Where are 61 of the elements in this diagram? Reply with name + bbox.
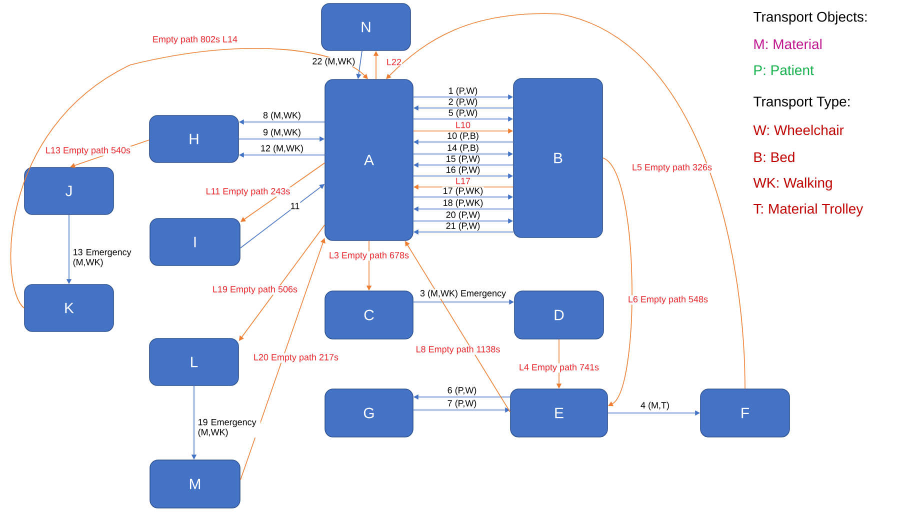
- edge-label: 20 (P,W): [445, 210, 481, 220]
- edge-label: L5 Empty path 326s: [631, 163, 713, 173]
- legend-text: M: Material: [754, 38, 822, 50]
- process-box: N: [321, 3, 411, 51]
- edge-label: Empty path 802s L14: [152, 35, 238, 45]
- edge-label: 3 (M,WK) Emergency: [419, 289, 507, 299]
- edge-label: 15 (P,W): [445, 154, 481, 164]
- edge-label: 22 (M,WK): [312, 57, 356, 67]
- process-box: L: [149, 338, 239, 386]
- legend-text: WK: Walking: [753, 177, 832, 191]
- edge-label: L4 Empty path 741s: [518, 363, 600, 373]
- edge-label: 2 (P,W): [448, 98, 478, 108]
- edge-label: L10: [454, 121, 472, 129]
- process-box: M: [150, 460, 240, 508]
- edge-label: 16 (P,W): [445, 166, 481, 176]
- process-box: K: [24, 284, 114, 332]
- arrow: [10, 48, 368, 308]
- process-box: A: [324, 79, 414, 241]
- edge-label: L11 Empty path 243s: [205, 187, 291, 197]
- edge-label: L19 Empty path 506s: [212, 285, 298, 295]
- process-box: H: [149, 115, 239, 163]
- arrow: [602, 158, 632, 406]
- legend-text: W: Wheelchair: [753, 124, 844, 136]
- edge-label: 18 (P,WK): [442, 198, 484, 208]
- process-box: G: [324, 388, 414, 438]
- edge-label: 1 (P,W): [448, 86, 478, 96]
- edge-label: L6 Empty path 548s: [627, 295, 709, 305]
- edge-label: L20 Empty path 217s: [252, 353, 340, 363]
- arrow: [240, 238, 326, 480]
- legend-text: B: Bed: [754, 152, 794, 162]
- edge-label: 8 (M,WK): [262, 111, 302, 121]
- edge-label: 6 (P,W): [446, 386, 478, 396]
- arrow: [386, 13, 746, 389]
- process-box: B: [513, 78, 603, 238]
- legend-text: Transport Type:: [754, 96, 850, 110]
- edge-label: L22: [386, 58, 402, 66]
- legend-text: P: Patient: [754, 64, 814, 76]
- edge-label: 14 (P,B): [446, 144, 480, 154]
- edge-label: 17 (P,WK): [442, 186, 484, 196]
- process-box: F: [700, 388, 790, 438]
- edge-label: L17: [454, 177, 472, 185]
- edge-label: L8 Empty path 1138s: [415, 345, 501, 355]
- process-box: E: [510, 388, 608, 438]
- edge-label: 4 (M,T): [640, 401, 670, 411]
- process-box: J: [24, 167, 114, 215]
- edge-label: 5 (P,W): [448, 108, 478, 118]
- process-box: D: [514, 290, 604, 340]
- legend-text: Transport Objects:: [754, 11, 867, 25]
- edge-label: L3 Empty path 678s: [328, 251, 410, 261]
- process-box: C: [324, 290, 414, 340]
- edge-label: 19 Emergency (M,WK): [197, 418, 260, 438]
- edge-label: 11: [290, 202, 300, 210]
- edge-label: 10 (P,B): [446, 132, 480, 142]
- edge-label: 12 (M,WK): [260, 144, 304, 154]
- edge-label: 13 Emergency (M,WK): [72, 248, 136, 268]
- edge-label: L13 Empty path 540s: [44, 146, 132, 156]
- legend-text: T: Material Trolley: [754, 203, 864, 217]
- edge-label: 7 (P,W): [446, 399, 478, 409]
- process-box: I: [150, 218, 240, 266]
- edge-label: 9 (M,WK): [262, 128, 302, 138]
- edge-label: 21 (P,W): [445, 222, 481, 232]
